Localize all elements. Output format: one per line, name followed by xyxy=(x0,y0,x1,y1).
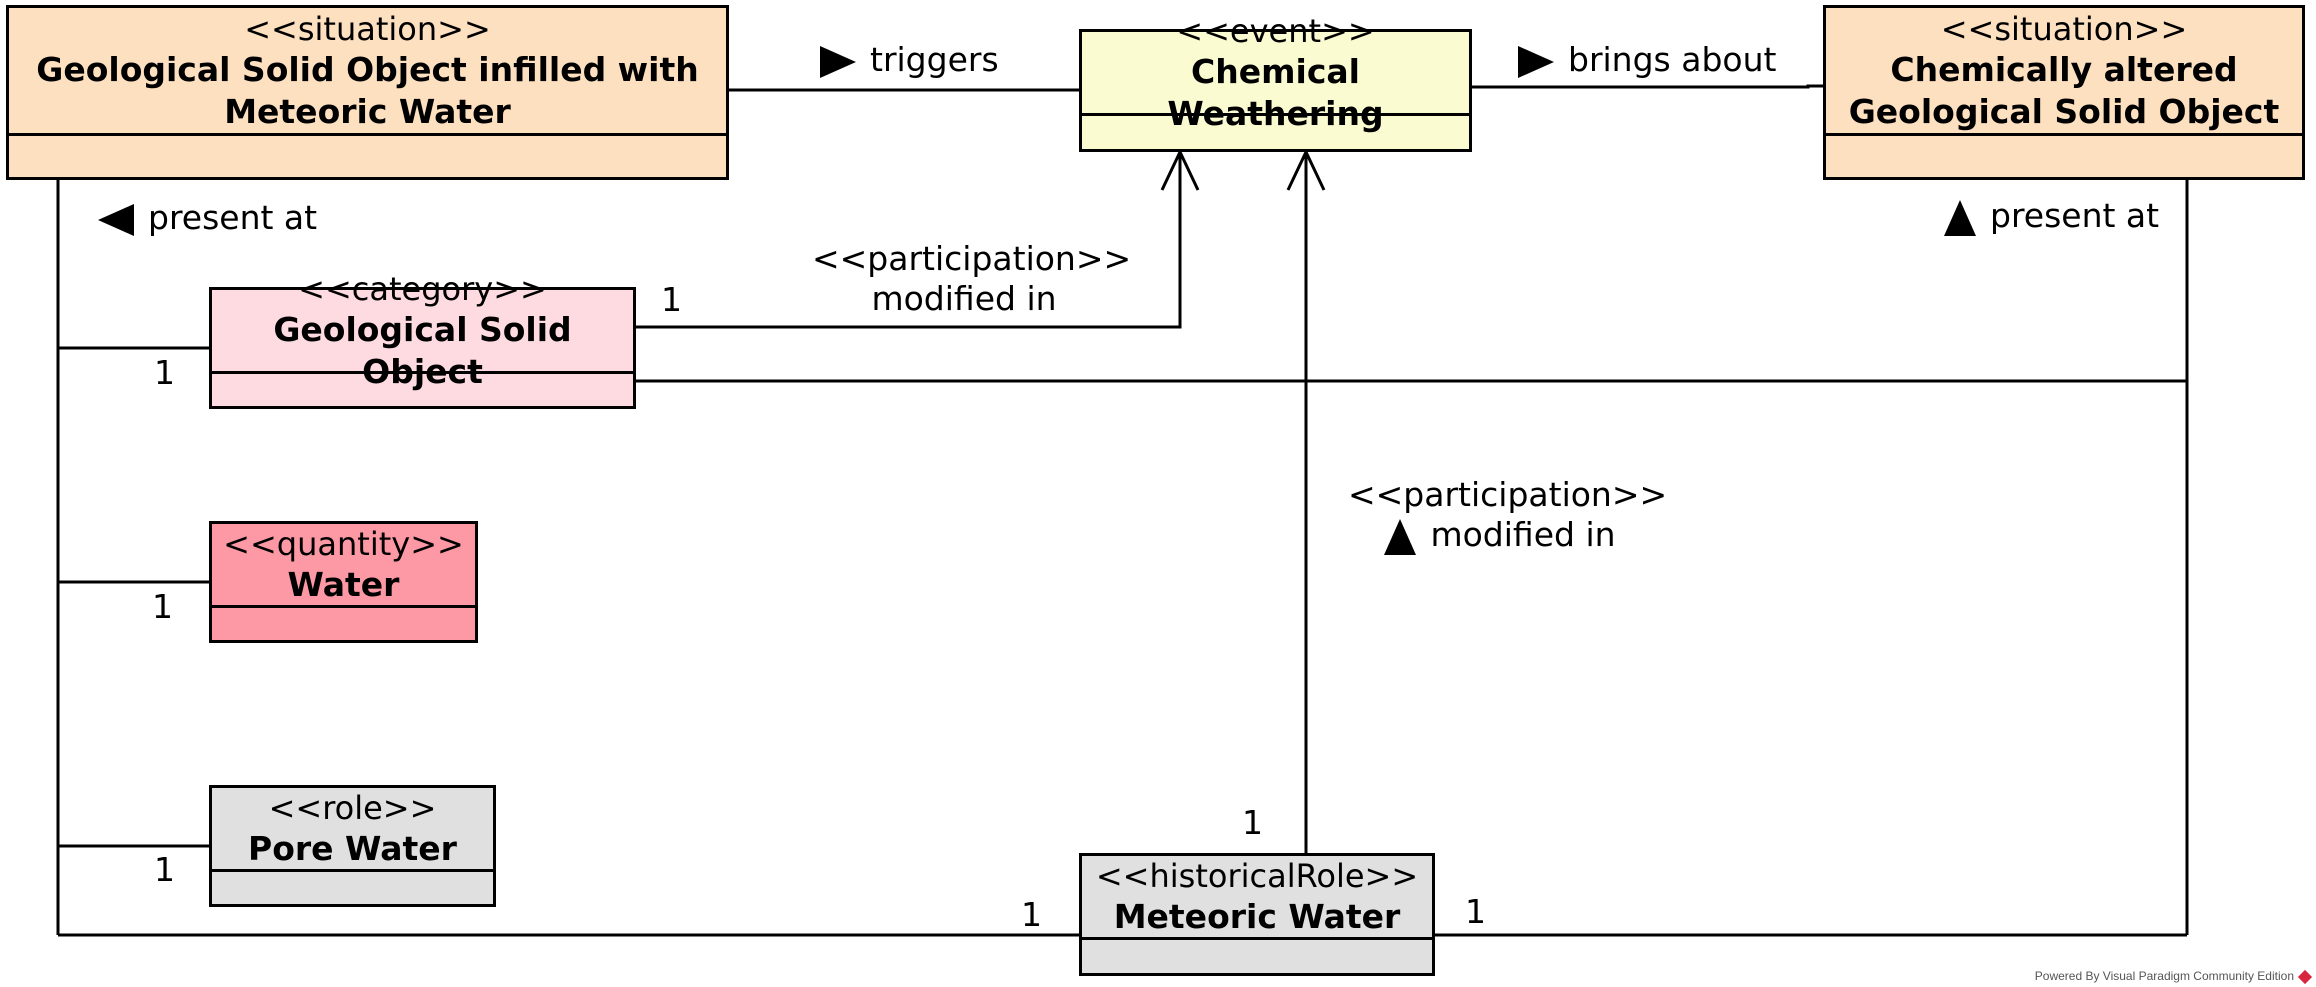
stereotype-label: <<role>> xyxy=(268,788,437,827)
participation-gso-line[interactable] xyxy=(636,152,1182,329)
participation-name: modified in xyxy=(871,279,1057,318)
class-name: Pore Water xyxy=(248,828,457,868)
class-meteoric-water[interactable]: <<historicalRole>> Meteoric Water xyxy=(1079,853,1435,976)
class-chemically-altered-gso[interactable]: <<situation>> Chemically altered Geologi… xyxy=(1823,5,2305,180)
class-name-line1: Chemically altered xyxy=(1890,49,2238,89)
class-name: Chemical Weathering xyxy=(1167,51,1384,133)
class-chemical-weathering[interactable]: <<event>> Chemical Weathering xyxy=(1079,12,1472,152)
class-name: Geological Solid Object xyxy=(273,309,572,391)
class-gso-infilled-meteoric-water[interactable]: <<situation>> Geological Solid Object in… xyxy=(6,5,729,180)
present-at-right-label: present at xyxy=(1944,196,2159,236)
direction-up-icon xyxy=(1384,518,1417,555)
direction-left-icon xyxy=(98,203,134,236)
participation-stereotype: <<participation>> xyxy=(812,239,1132,278)
participation-gso-arrowhead xyxy=(1160,148,1200,191)
participation-stereotype: <<participation>> xyxy=(1348,475,1668,514)
class-pore-water[interactable]: <<role>> Pore Water xyxy=(209,785,496,907)
brings-about-line[interactable] xyxy=(1472,84,1823,89)
multiplicity-left-pore-water: 1 xyxy=(154,850,175,889)
present-at-left-label: present at xyxy=(98,198,317,238)
stereotype-label: <<category>> xyxy=(298,269,547,308)
direction-right-icon xyxy=(820,45,856,78)
multiplicity-meteoric-water-right: 1 xyxy=(1465,892,1486,931)
class-name: Water xyxy=(287,564,400,604)
stereotype-label: <<situation>> xyxy=(244,9,491,48)
class-name-line2: Meteoric Water xyxy=(224,91,511,131)
direction-right-icon xyxy=(1518,45,1554,78)
multiplicity-left-gso: 1 xyxy=(154,353,175,392)
stereotype-label: <<historicalRole>> xyxy=(1095,856,1419,895)
participation-mw-label: <<participation>> modified in xyxy=(1348,475,1668,555)
class-geological-solid-object[interactable]: <<category>> Geological Solid Object xyxy=(209,270,636,409)
class-name-line1: Geological Solid Object infilled with xyxy=(36,49,699,89)
multiplicity-left-water: 1 xyxy=(152,587,173,626)
multiplicity-meteoric-water-left: 1 xyxy=(1021,895,1042,934)
visual-paradigm-logo-icon xyxy=(2297,969,2313,984)
class-water[interactable]: <<quantity>> Water xyxy=(209,521,478,643)
triggers-label: triggers xyxy=(820,40,999,80)
stereotype-label: <<event>> xyxy=(1176,11,1375,50)
participation-name: modified in xyxy=(1430,515,1616,554)
class-name: Meteoric Water xyxy=(1113,896,1401,936)
direction-up-icon xyxy=(1944,199,1976,236)
watermark-footer: Powered By Visual Paradigm Community Edi… xyxy=(2035,969,2313,984)
stereotype-label: <<quantity>> xyxy=(223,524,464,563)
multiplicity-gso-event: 1 xyxy=(661,280,682,319)
participation-mw-arrowhead xyxy=(1286,148,1326,191)
stereotype-label: <<situation>> xyxy=(1940,9,2188,48)
class-name-line2: Geological Solid Object xyxy=(1848,91,2280,131)
participation-gso-label: <<participation>> modified in xyxy=(812,239,1132,319)
brings-about-label: brings about xyxy=(1518,40,1776,80)
multiplicity-meteoric-water-top: 1 xyxy=(1242,803,1263,842)
